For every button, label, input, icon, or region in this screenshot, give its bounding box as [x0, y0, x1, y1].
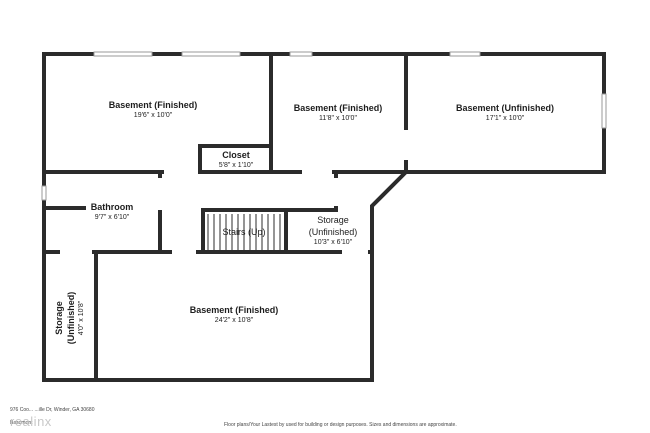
- room-name-line1: Storage: [317, 215, 349, 225]
- room-name: Basement (Unfinished): [455, 103, 555, 113]
- room-label-bathroom: Bathroom 9'7" x 6'10": [91, 201, 134, 223]
- room-label-basement-nw: Basement (Finished) 19'6" x 10'0": [109, 99, 198, 121]
- room-name: Bathroom: [90, 202, 134, 212]
- room-name: Basement (Finished): [108, 100, 198, 110]
- property-address: 976 Coo... ...ille Dr, Winder, GA 30680: [10, 407, 95, 413]
- closet-wall: [198, 144, 273, 174]
- room-dimensions: 24'2" x 10'8": [214, 317, 254, 324]
- brand-watermark: realinx: [10, 414, 52, 429]
- exterior-wall: [42, 52, 606, 382]
- room-label-storage-mid: Storage (Unfinished) 10'3" x 6'10": [309, 214, 358, 248]
- room-label-closet: Closet 5'8" x 1'10": [219, 149, 254, 171]
- room-name: Closet: [222, 150, 250, 160]
- room-name-line1: Storage: [54, 301, 64, 335]
- room-label-basement-s: Basement (Finished) 24'2" x 10'8": [190, 304, 279, 326]
- room-name: Stairs (Up): [222, 227, 266, 237]
- stair-treads: [207, 214, 281, 250]
- room-name: Basement (Finished): [293, 103, 383, 113]
- room-name-line2: (Unfinished): [308, 227, 358, 237]
- disclaimer-text: Floor plans/Your Lastest by used for bui…: [224, 422, 457, 428]
- room-label-stairs: Stairs (Up): [222, 226, 265, 238]
- windows: [41, 51, 607, 201]
- room-label-basement-n: Basement (Finished) 11'8" x 10'0": [294, 102, 383, 124]
- room-dimensions: 10'3" x 6'10": [313, 239, 353, 246]
- room-label-storage-w: Storage (Unfinished) 4'0" x 10'8": [53, 292, 87, 345]
- room-name: Basement (Finished): [189, 305, 279, 315]
- room-dimensions: 9'7" x 6'10": [94, 214, 130, 221]
- room-dimensions: 5'8" x 1'10": [218, 162, 254, 169]
- room-name-line2: (Unfinished): [66, 291, 76, 345]
- door-openings: [60, 130, 409, 255]
- room-dimensions: 4'0" x 10'8": [78, 300, 85, 336]
- room-label-basement-ne: Basement (Unfinished) 17'1" x 10'0": [456, 102, 554, 124]
- floor-level-label: Basement: [10, 420, 33, 426]
- room-dimensions: 19'6" x 10'0": [133, 112, 173, 119]
- room-dimensions: 17'1" x 10'0": [485, 115, 525, 122]
- room-dimensions: 11'8" x 10'0": [319, 115, 357, 122]
